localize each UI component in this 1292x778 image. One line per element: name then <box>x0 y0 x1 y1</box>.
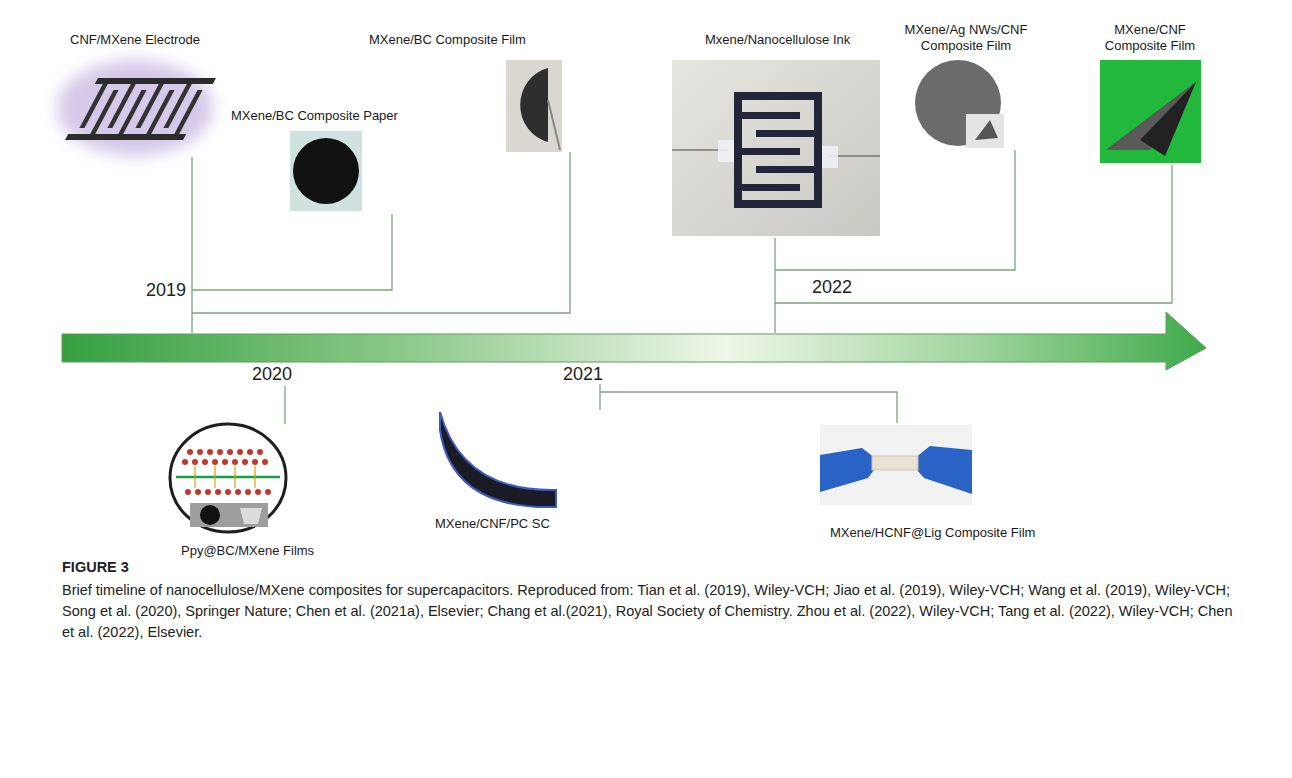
timeline-item: MXene/BC Composite Film <box>366 30 529 50</box>
timeline-item: MXene/BC Composite Paper <box>228 106 401 126</box>
paper-plane-image <box>1100 60 1201 163</box>
item-caption: MXene/BC Composite Film <box>369 32 526 47</box>
stretched-film-image <box>820 425 972 505</box>
timeline-item: MXene/CNF Composite Film <box>1094 20 1206 55</box>
ink-electrode-image <box>672 60 880 236</box>
item-caption: MXene/Ag NWs/CNF Composite Film <box>905 22 1028 53</box>
timeline-arrow <box>62 312 1206 370</box>
item-caption: Ppy@BC/MXene Films <box>181 543 314 558</box>
electrode-image <box>57 60 216 156</box>
timeline-item: CNF/MXene Electrode <box>67 30 203 50</box>
year-label: 2021 <box>563 364 603 385</box>
item-caption: MXene/BC Composite Paper <box>231 108 398 123</box>
item-caption: MXene/CNF Composite Film <box>1105 22 1195 53</box>
film-image <box>506 60 562 152</box>
ppy-film-image <box>170 424 286 532</box>
timeline-item: MXene/CNF/PC SC <box>432 514 553 534</box>
item-caption: Mxene/Nanocellulose Ink <box>705 32 850 47</box>
item-caption: MXene/HCNF@Lig Composite Film <box>830 525 1035 540</box>
curved-device-image <box>440 412 556 507</box>
timeline-item: Mxene/Nanocellulose Ink <box>702 30 853 50</box>
figure-caption: Brief timeline of nanocellulose/MXene co… <box>62 580 1242 643</box>
item-caption: CNF/MXene Electrode <box>70 32 200 47</box>
timeline-item: MXene/Ag NWs/CNF Composite Film <box>900 20 1032 55</box>
year-label: 2020 <box>252 364 292 385</box>
timeline-item: MXene/HCNF@Lig Composite Film <box>827 523 1038 543</box>
item-caption: MXene/CNF/PC SC <box>435 516 550 531</box>
year-label: 2019 <box>146 280 186 301</box>
timeline-item: Ppy@BC/MXene Films <box>178 541 317 561</box>
silver-film-image <box>915 60 1004 148</box>
year-label: 2022 <box>812 277 852 298</box>
paper-image <box>290 131 362 211</box>
figure-number: FIGURE 3 <box>62 559 129 575</box>
